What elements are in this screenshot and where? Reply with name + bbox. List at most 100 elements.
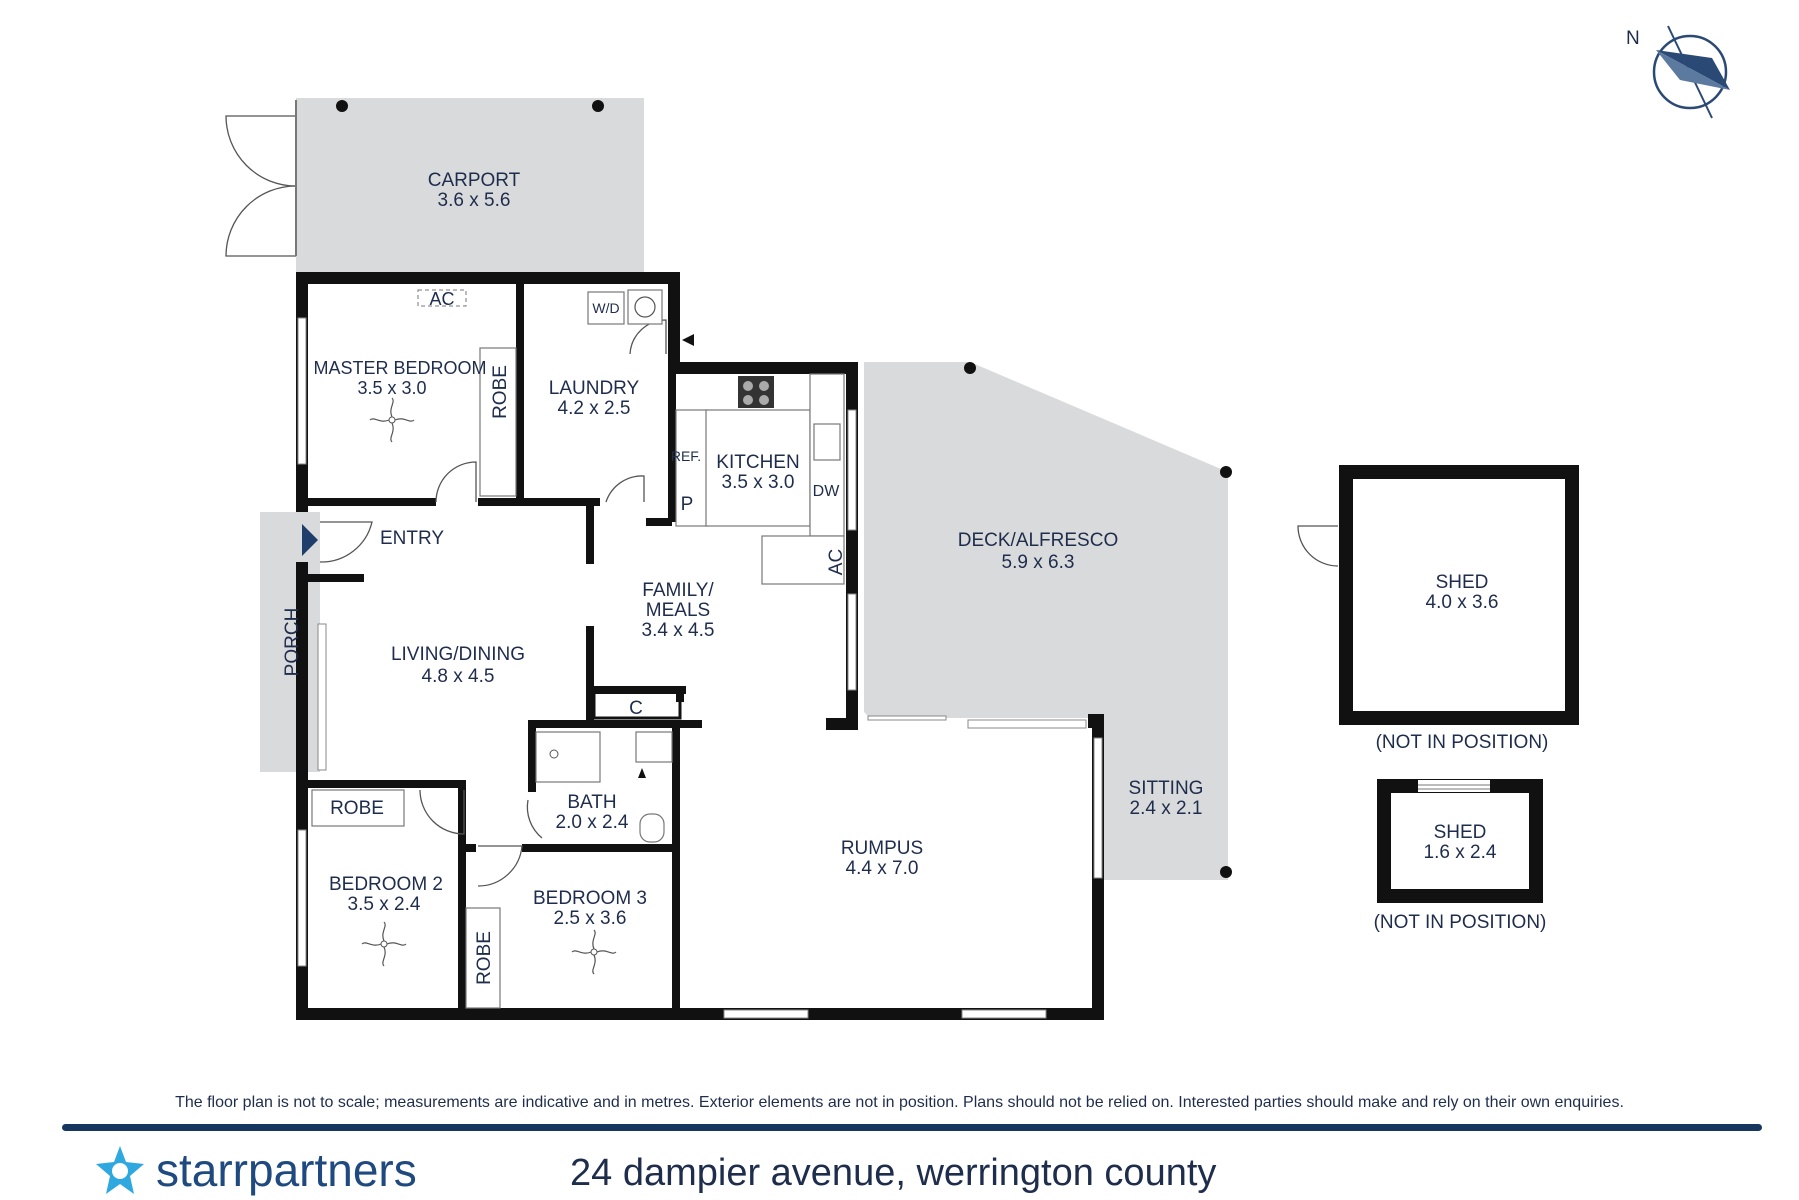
ac-kitchen-label: AC (826, 549, 847, 575)
ceiling-fan-icon (369, 397, 415, 443)
robe-bed2-label: ROBE (330, 798, 384, 819)
door-entry (319, 521, 373, 563)
shed-1-outline (1339, 465, 1579, 725)
deck-post (1220, 866, 1232, 878)
floor-plan: N CARPORT 3.6 x 5.6 MASTER BEDROOM 3.5 x… (225, 25, 1730, 1020)
bedroom2-name: BEDROOM 2 (329, 874, 443, 895)
window (723, 1009, 809, 1019)
ceiling-fan-icon (571, 929, 617, 975)
laundry-size: 4.2 x 2.5 (558, 398, 631, 419)
footer-rule (62, 1124, 1762, 1131)
door-laundry (605, 475, 645, 503)
laundry-name: LAUNDRY (549, 378, 640, 399)
kitchen-sink (813, 423, 841, 461)
brand-logo: starrpartners (92, 1140, 417, 1200)
dw-label: DW (813, 483, 841, 500)
brand-name: starrpartners (156, 1144, 417, 1196)
star-logo-icon (96, 1146, 144, 1194)
carport-area (296, 98, 644, 276)
porch-label: PORCH (282, 608, 303, 677)
kitchen-size: 3.5 x 3.0 (722, 472, 795, 493)
robe-bed2-box (311, 789, 405, 827)
kitchen-island (705, 409, 811, 527)
carport-post (592, 100, 604, 112)
master-bedroom-name: MASTER BEDROOM (313, 358, 486, 378)
bath-size: 2.0 x 2.4 (556, 812, 629, 833)
bedroom3-name: BEDROOM 3 (533, 888, 647, 909)
entry-arrow-icon (302, 524, 318, 556)
living-name: LIVING/DINING (391, 644, 525, 665)
bath-toilet (639, 813, 665, 843)
window (847, 593, 857, 691)
deck-post (1220, 466, 1232, 478)
deck-name: DECK/ALFRESCO (958, 530, 1118, 551)
ref-label: REF. (671, 448, 701, 464)
window (1093, 737, 1103, 879)
window (297, 829, 307, 967)
shed2-note: (NOT IN POSITION) (1374, 912, 1547, 933)
family-size: 3.4 x 4.5 (642, 620, 715, 641)
sitting-size: 2.4 x 2.1 (1130, 798, 1203, 819)
compass-icon (1652, 25, 1730, 119)
porch-area (260, 512, 320, 772)
cooktop (738, 376, 774, 408)
bedroom2-size: 3.5 x 2.4 (348, 894, 421, 915)
window (961, 1009, 1047, 1019)
ceiling-fan-icon (361, 921, 407, 967)
kitchen-low-bench (761, 535, 845, 585)
bedroom3-size: 2.5 x 3.6 (554, 908, 627, 929)
door-shed (1297, 525, 1339, 567)
door-laundry-exterior (629, 319, 667, 355)
laundry-tub (627, 289, 663, 325)
shed2-size: 1.6 x 2.4 (1424, 842, 1497, 863)
window (847, 409, 857, 531)
closet-box (592, 688, 682, 720)
deck-size: 5.9 x 6.3 (1002, 552, 1075, 573)
shed1-name: SHED (1436, 572, 1489, 593)
carport-size: 3.6 x 5.6 (438, 190, 511, 211)
shed2-name: SHED (1434, 822, 1487, 843)
door-bed3 (477, 845, 523, 887)
sliding-door (867, 715, 947, 721)
disclaimer-text: The floor plan is not to scale; measurem… (175, 1094, 1624, 1111)
door-bath (526, 799, 543, 839)
property-address: 24 dampier avenue, werrington county (570, 1152, 1217, 1194)
closet-label: C (629, 698, 643, 719)
shed1-size: 4.0 x 3.6 (1426, 592, 1499, 613)
window (317, 623, 327, 771)
door-master (435, 461, 477, 503)
rumpus-name: RUMPUS (841, 838, 923, 859)
kitchen-name: KITCHEN (716, 452, 799, 473)
family-name-line1: FAMILY/ (642, 580, 714, 601)
family-name-line2: MEALS (646, 600, 710, 621)
carport-post (336, 100, 348, 112)
window (967, 719, 1087, 729)
ac-label: AC (429, 289, 454, 309)
window (297, 317, 307, 465)
laundry-arrow-icon (682, 334, 694, 346)
carport-name: CARPORT (428, 170, 521, 191)
wd-box (587, 291, 625, 325)
entry-label: ENTRY (380, 528, 444, 549)
carport-gate-door (225, 185, 297, 257)
robe-bed3-box (465, 907, 501, 1009)
carport-gate-door (225, 115, 297, 187)
bath-vanity (635, 731, 673, 763)
living-size: 4.8 x 4.5 (422, 666, 495, 687)
rumpus-size: 4.4 x 7.0 (846, 858, 919, 879)
robe-master (479, 347, 517, 497)
shed1-note: (NOT IN POSITION) (1376, 732, 1549, 753)
bath-name: BATH (567, 792, 616, 813)
bath-arrow-icon (638, 768, 646, 778)
deck-post (964, 362, 976, 374)
robe-master-label: ROBE (490, 365, 511, 419)
pantry-label: P (681, 494, 694, 515)
robe-bed3-label: ROBE (474, 931, 495, 985)
compass-label: N (1626, 28, 1640, 49)
sitting-name: SITTING (1129, 778, 1204, 799)
wd-label: W/D (592, 300, 619, 316)
ac-master-unit (417, 289, 467, 307)
master-bedroom-size: 3.5 x 3.0 (357, 378, 426, 398)
deck-area (864, 362, 1228, 880)
bath-shower (535, 731, 601, 783)
